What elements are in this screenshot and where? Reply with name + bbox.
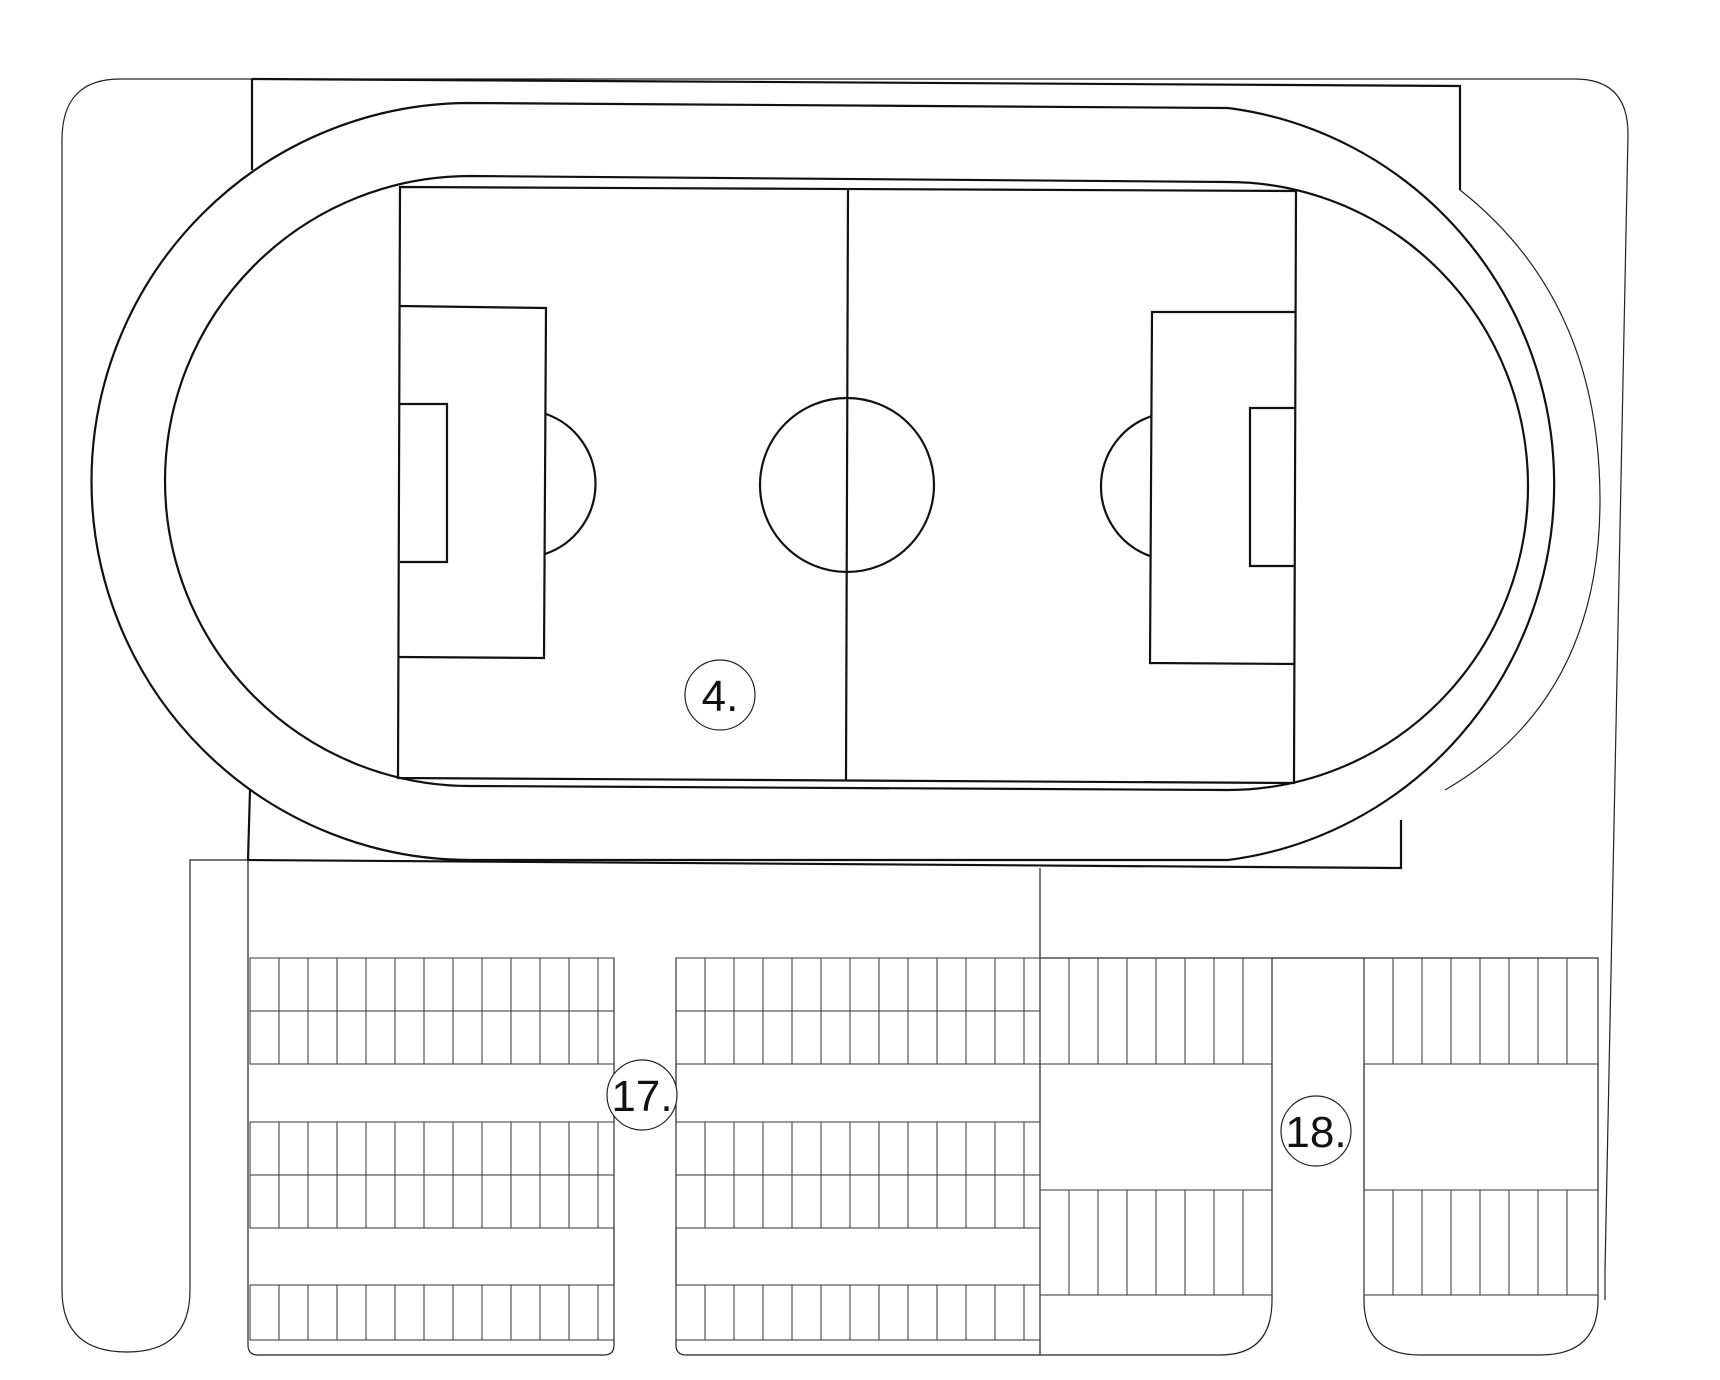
stall-row-east-2b bbox=[1363, 1189, 1599, 1296]
label-parking-west-text: 17. bbox=[611, 1072, 672, 1121]
site-boundary bbox=[120, 78, 1629, 1300]
stall-row-west-1 bbox=[249, 957, 615, 1065]
pitch-boundary bbox=[396, 185, 1298, 785]
goal-box-left bbox=[400, 402, 449, 564]
center-circle bbox=[758, 396, 936, 574]
goal-box-right bbox=[1248, 406, 1295, 568]
stall-row-middle-1 bbox=[675, 957, 1041, 1065]
penalty-arc-right bbox=[1099, 414, 1153, 558]
label-parking-east-text: 18. bbox=[1285, 1108, 1346, 1157]
stall-row-middle-3 bbox=[675, 1284, 1041, 1341]
stall-row-west-3 bbox=[249, 1284, 615, 1341]
parking-stalls bbox=[249, 957, 1599, 1341]
track-inner bbox=[163, 174, 1530, 792]
track-outer-edge bbox=[1444, 189, 1601, 791]
stall-row-east-1b bbox=[1039, 1189, 1273, 1296]
stadium-enclosure bbox=[246, 77, 1462, 870]
stall-row-middle-2 bbox=[675, 1121, 1041, 1229]
parking-zone-west-outline bbox=[247, 860, 615, 1356]
site-boundary-west bbox=[61, 78, 248, 1353]
stall-row-east-2a bbox=[1363, 957, 1599, 1065]
track-outer bbox=[90, 101, 1556, 862]
parking-zone-middle-outline bbox=[675, 868, 1041, 1356]
penalty-arc-left bbox=[544, 412, 597, 556]
stall-row-east-1a bbox=[1039, 957, 1273, 1065]
label-parking-west: 17. bbox=[606, 1059, 678, 1131]
halfway-line bbox=[844, 189, 850, 782]
penalty-box-left bbox=[398, 304, 548, 660]
stall-row-west-2 bbox=[249, 1121, 615, 1229]
label-stadium-text: 4. bbox=[702, 672, 739, 721]
label-stadium: 4. bbox=[684, 659, 756, 731]
label-parking-east: 18. bbox=[1280, 1095, 1352, 1167]
penalty-box-right bbox=[1148, 310, 1296, 666]
